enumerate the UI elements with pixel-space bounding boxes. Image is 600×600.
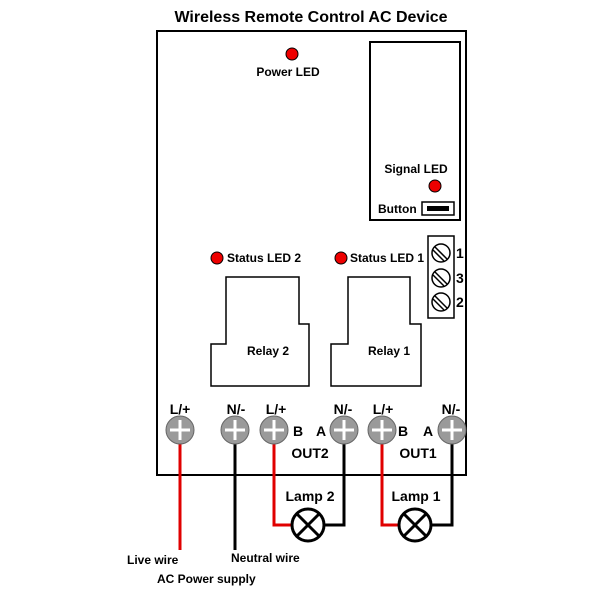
out1-neutral-terminal-label: N/- bbox=[442, 401, 461, 417]
terminal-1-label: 1 bbox=[456, 245, 464, 261]
power-led-label: Power LED bbox=[256, 65, 320, 79]
device-enclosure bbox=[156, 30, 467, 476]
out1-live-wire bbox=[380, 430, 399, 527]
relay-2-label: Relay 2 bbox=[247, 344, 289, 358]
out1-b-terminal-icon bbox=[367, 415, 397, 445]
out1-a-label: A bbox=[423, 423, 433, 439]
out1-b-label: B bbox=[398, 423, 408, 439]
terminal-3-label: 3 bbox=[456, 270, 464, 286]
button-label: Button bbox=[378, 202, 417, 216]
ac-power-supply-label: AC Power supply bbox=[157, 572, 256, 586]
neutral-wire-label: Neutral wire bbox=[231, 551, 300, 565]
terminal-screw-1 bbox=[431, 243, 451, 263]
main-live-terminal-icon bbox=[165, 415, 195, 445]
out2-live-terminal-label: L/+ bbox=[266, 401, 287, 417]
out2-a-terminal-icon bbox=[329, 415, 359, 445]
out2-b-label: B bbox=[293, 423, 303, 439]
learn-button-key bbox=[427, 206, 449, 211]
lamp-2-label: Lamp 2 bbox=[285, 488, 334, 504]
signal-led-icon bbox=[428, 179, 442, 193]
out2-live-wire bbox=[272, 430, 292, 527]
out2-label: OUT2 bbox=[291, 445, 329, 461]
out2-b-terminal-icon bbox=[259, 415, 289, 445]
out1-neutral-wire bbox=[432, 430, 454, 527]
terminal-2-label: 2 bbox=[456, 294, 464, 310]
receiver-module bbox=[369, 41, 461, 221]
status-led-2-icon bbox=[210, 251, 224, 265]
status-led-1-label: Status LED 1 bbox=[350, 251, 424, 265]
lamp-1-label: Lamp 1 bbox=[391, 488, 440, 504]
status-led-1-icon bbox=[334, 251, 348, 265]
out1-a-terminal-icon bbox=[437, 415, 467, 445]
terminal-screw-2 bbox=[431, 292, 451, 312]
relay-1-label: Relay 1 bbox=[368, 344, 410, 358]
diagram-title: Wireless Remote Control AC Device bbox=[174, 9, 447, 26]
out2-neutral-wire bbox=[324, 430, 346, 527]
main-neutral-terminal-label: N/- bbox=[227, 401, 246, 417]
relay-1-outline bbox=[330, 276, 422, 387]
signal-led-label: Signal LED bbox=[384, 162, 448, 176]
main-neutral-terminal-icon bbox=[220, 415, 250, 445]
terminal-screw-3 bbox=[431, 268, 451, 288]
lamp-2-icon bbox=[290, 507, 326, 543]
out2-a-label: A bbox=[316, 423, 326, 439]
live-wire-label: Live wire bbox=[127, 553, 179, 567]
relay-2-outline bbox=[210, 276, 310, 387]
power-led-icon bbox=[285, 47, 299, 61]
out2-neutral-terminal-label: N/- bbox=[334, 401, 353, 417]
lamp-1-icon bbox=[397, 507, 433, 543]
out1-label: OUT1 bbox=[399, 445, 437, 461]
main-live-terminal-label: L/+ bbox=[170, 401, 191, 417]
out1-live-terminal-label: L/+ bbox=[373, 401, 394, 417]
status-led-2-label: Status LED 2 bbox=[227, 251, 301, 265]
